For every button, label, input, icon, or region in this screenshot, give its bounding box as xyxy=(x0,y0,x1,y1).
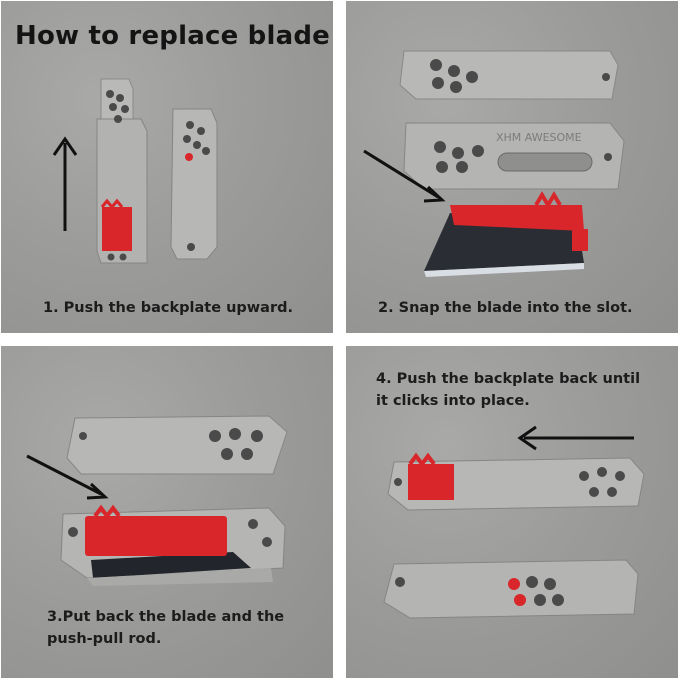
step-3-caption: 3.Put back the blade and the push-pull r… xyxy=(47,606,284,650)
knife-body-right xyxy=(170,108,218,260)
step-3-panel: 3.Put back the blade and the push-pull r… xyxy=(1,346,333,678)
step-1-panel: How to replace blade 1. Push the backpla… xyxy=(1,1,333,333)
upward-arrow-icon xyxy=(52,136,78,231)
blade-with-slider xyxy=(424,191,588,277)
diagonal-arrow-icon xyxy=(26,454,109,500)
knife-assembled-bottom xyxy=(383,559,639,619)
page-title: How to replace blade xyxy=(15,21,330,51)
step-3-caption-line-2: push-pull rod. xyxy=(47,631,162,647)
step-2-illustration: XHM AWESOME xyxy=(363,50,625,277)
handle-with-slot xyxy=(403,122,625,190)
knife-assembled-top xyxy=(387,452,645,511)
knife-body-left xyxy=(96,78,148,264)
backplate-top xyxy=(399,50,619,100)
step-1-caption: 1. Push the backplate upward. xyxy=(43,300,294,316)
step-4-caption-line-2: it clicks into place. xyxy=(376,393,530,409)
step-4-caption-line-1: 4. Push the backplate back until xyxy=(376,371,641,387)
backplate xyxy=(66,415,288,475)
diagonal-arrow-icon xyxy=(363,149,446,203)
step-4-caption: 4. Push the backplate back until it clic… xyxy=(376,368,640,412)
step-2-caption: 2. Snap the blade into the slot. xyxy=(378,300,633,316)
knife-handle-with-blade xyxy=(60,504,286,586)
step-3-caption-line-1: 3.Put back the blade and the xyxy=(47,609,285,625)
step-4-illustration xyxy=(383,425,645,619)
slider-red xyxy=(102,207,132,251)
engraved-brand-text: XHM AWESOME xyxy=(496,131,582,144)
step-4-panel: 4. Push the backplate back until it clic… xyxy=(346,346,678,678)
leftward-arrow-icon xyxy=(517,425,634,451)
step-2-panel: XHM AWESOME 2. Snap the blade into the s… xyxy=(346,1,678,333)
step-1-illustration xyxy=(52,78,218,264)
step-3-illustration xyxy=(26,415,288,586)
